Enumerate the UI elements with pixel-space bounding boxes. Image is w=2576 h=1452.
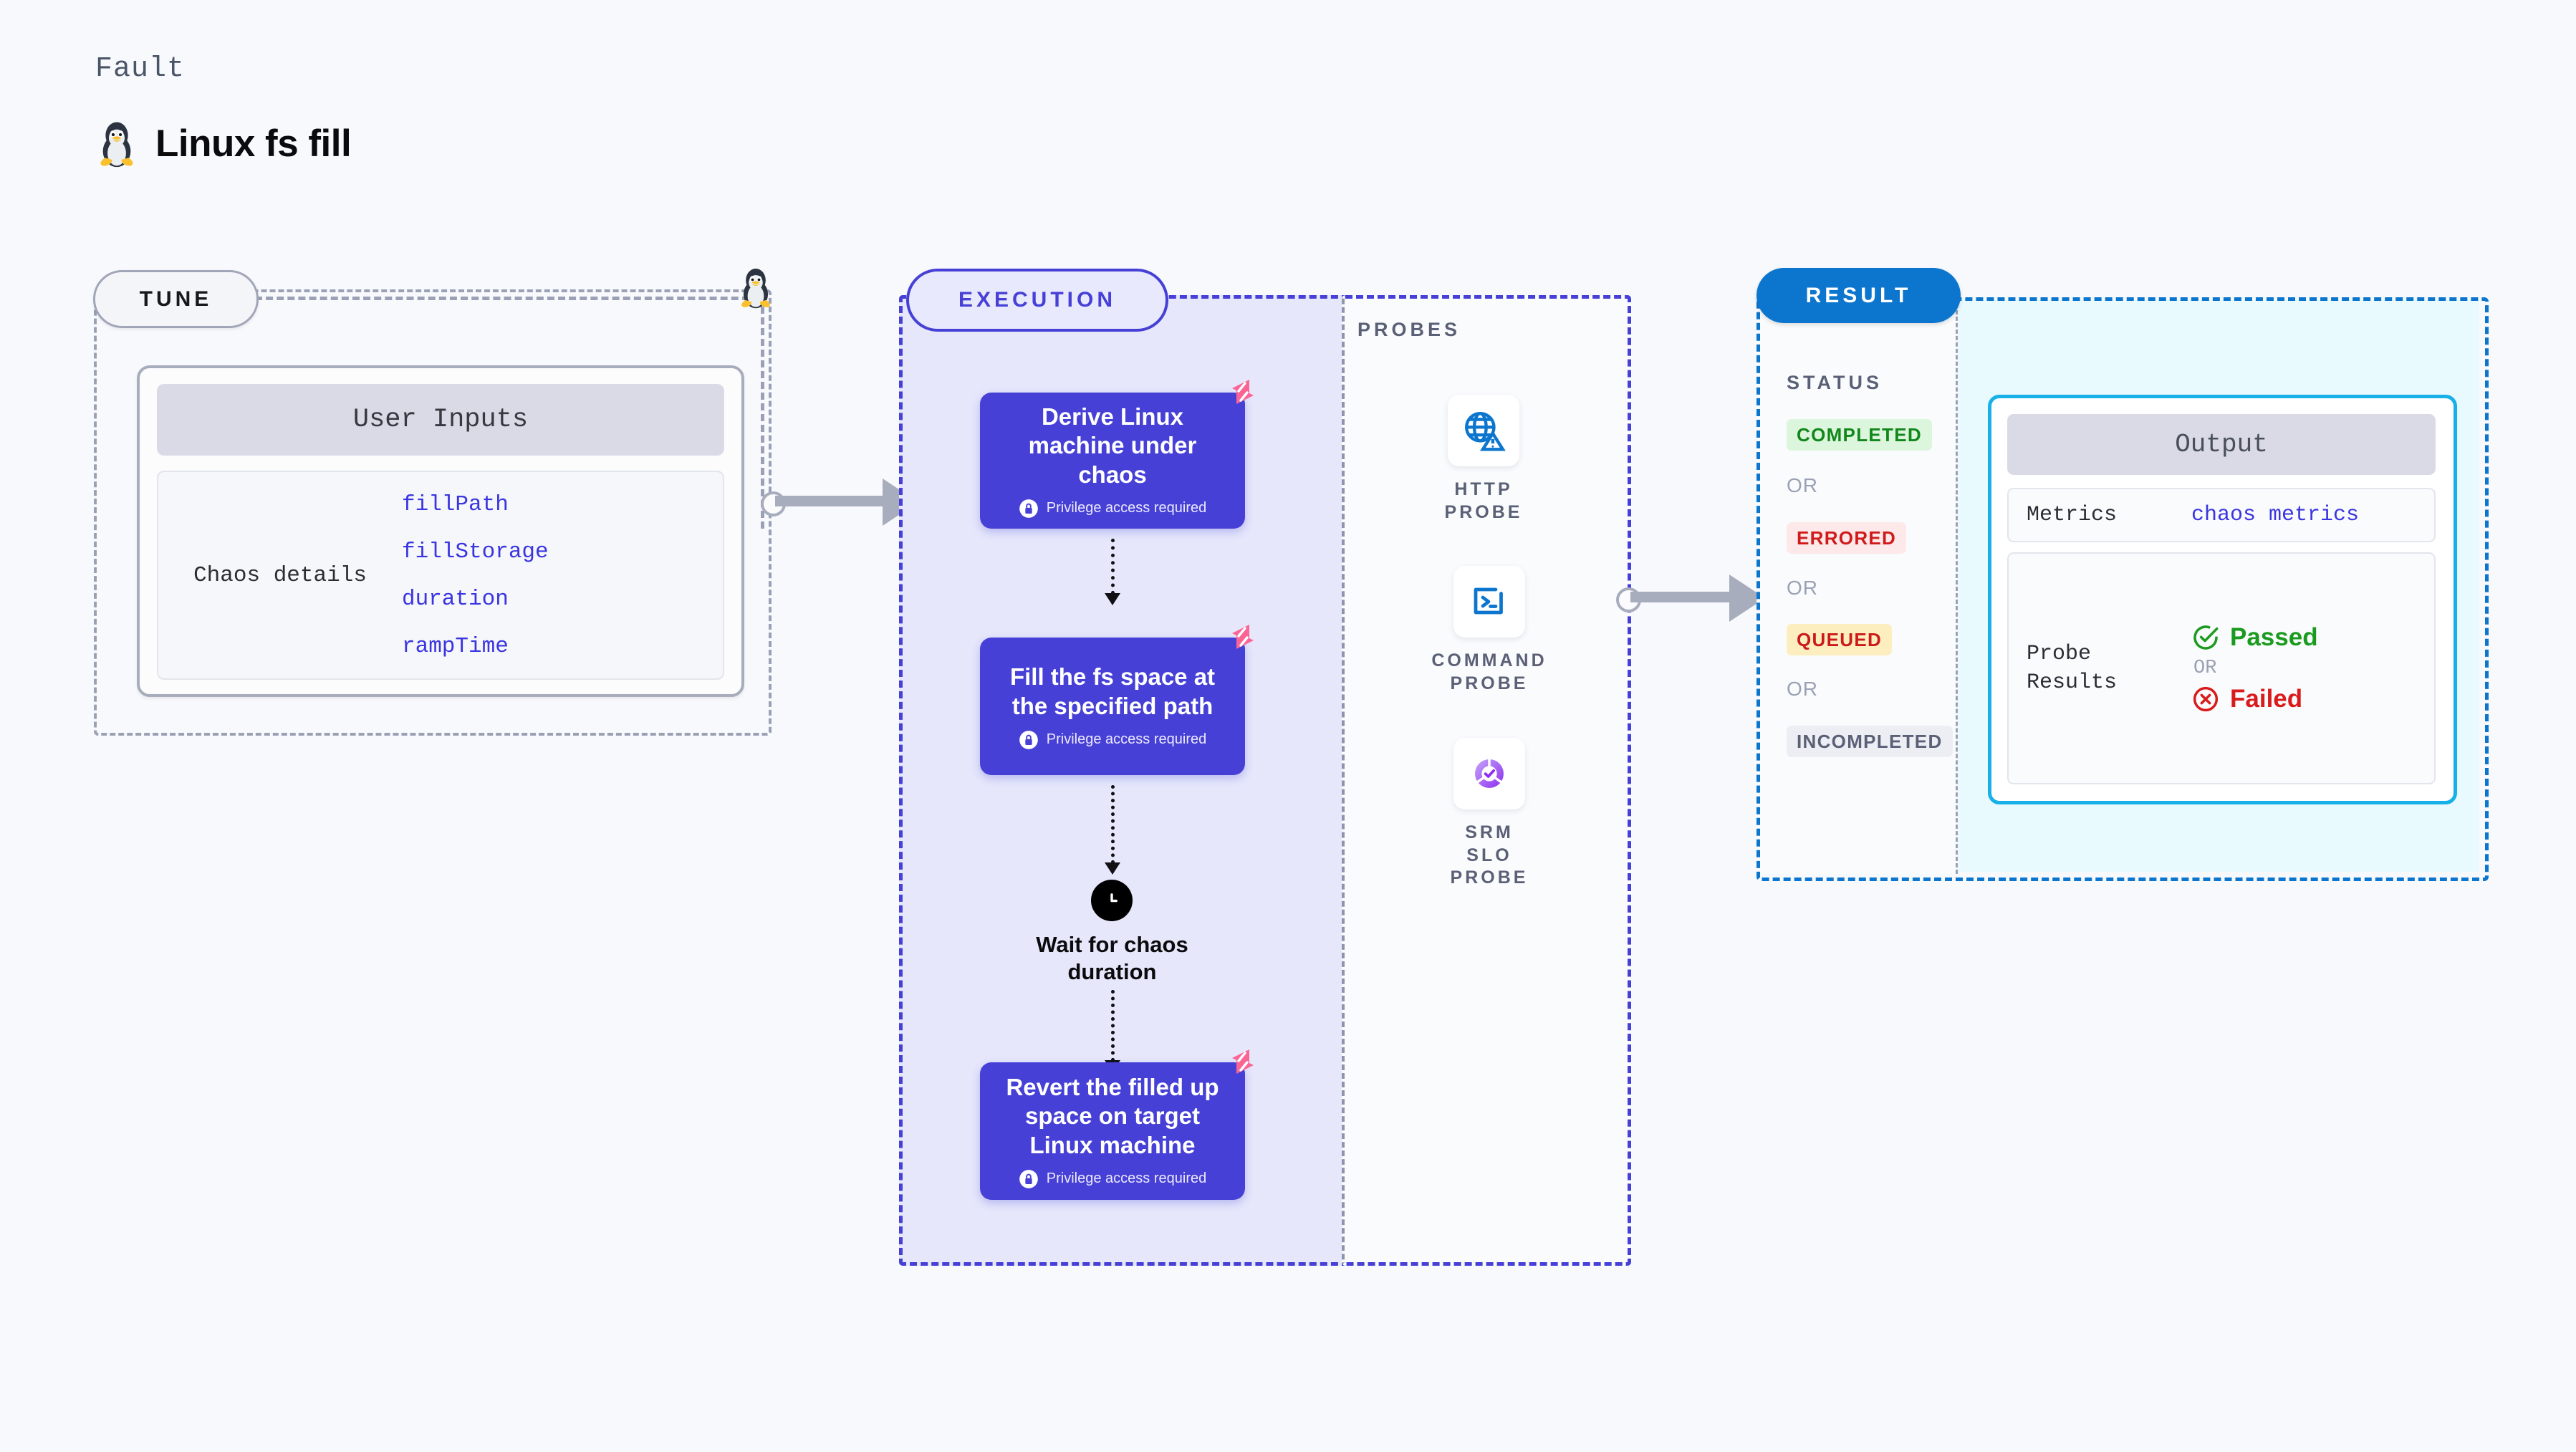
metrics-key: Metrics [2027,502,2118,527]
chaos-field-ramptime[interactable]: rampTime [402,633,509,659]
fault-title-row: Linux fs fill [95,118,352,168]
lock-icon [1019,730,1038,749]
result-section-boundary [1756,297,2489,881]
probe-label: HTTP PROBE [1444,479,1523,522]
flow-arrow-head [1105,862,1120,875]
status-badge-incompleted: INCOMPLETED [1787,726,1953,757]
privilege-access-note: Privilege access required [1019,1169,1206,1189]
probe-failed-label: Failed [2230,685,2303,713]
result-status-column [1756,297,1958,874]
x-circle-icon [2193,686,2219,712]
metrics-value-link[interactable]: chaos metrics [2191,503,2360,527]
lock-icon [1019,499,1038,518]
terminal-icon [1453,566,1525,638]
status-title: STATUS [1787,372,1883,393]
privilege-access-text: Privilege access required [1046,1170,1207,1187]
probe-passed-label: Passed [2230,623,2318,651]
wait-for-chaos-duration-label: Wait for chaos duration [1036,932,1188,984]
srm-slo-icon [1453,738,1525,809]
privilege-access-text: Privilege access required [1046,500,1207,516]
tune-penguin-vertical-dashed-line [761,307,764,529]
probe-result-passed: Passed [2191,623,2318,652]
status-badge-queued: QUEUED [1787,624,1893,655]
probe-results-key: Probe Results [2027,641,2118,696]
chaos-field-fillstorage[interactable]: fillStorage [402,539,549,564]
flow-arrow-line [1111,785,1115,864]
user-inputs-header: User Inputs [157,384,724,456]
status-or-label: OR [1787,678,1818,700]
user-inputs-card: User Inputs Chaos details fillPath fillS… [137,365,744,697]
probe-item-http[interactable]: HTTP PROBE [1443,395,1524,524]
privilege-access-note: Privilege access required [1019,730,1206,750]
probe-results-row: Probe Results Passed OR Failed [2007,552,2436,784]
status-or-label: OR [1787,577,1818,599]
tune-linux-penguin-icon [737,265,774,309]
chaos-details-row: Chaos details fillPath fillStorage durat… [157,471,724,680]
status-badge-errored: ERRORED [1787,522,1907,554]
harness-chaos-badge-icon [1228,622,1258,655]
fault-label: Fault [95,53,186,85]
probe-label: COMMAND PROBE [1431,650,1547,693]
status-or-label: OR [1787,474,1818,496]
probe-results-values: Passed OR Failed [2191,623,2318,713]
lock-icon [1019,1170,1038,1188]
privilege-access-text: Privilege access required [1046,731,1207,748]
execution-step-title: Derive Linux machine under chaos [1028,403,1197,488]
connector-bar [775,496,890,506]
execution-step-card[interactable]: Derive Linux machine under chaos Privile… [980,380,1254,529]
flow-arrow-head [1105,593,1120,605]
clock-icon [1091,880,1133,921]
metrics-row: Metrics chaos metrics [2007,488,2436,542]
probe-result-failed: Failed [2191,685,2318,713]
probe-label: SRM SLO PROBE [1450,822,1529,888]
check-circle-icon [2193,625,2219,650]
execution-step-card[interactable]: Fill the fs space at the specified path … [980,625,1254,775]
flow-arrow-line [1111,990,1115,1062]
connector-bar [1630,592,1738,602]
probe-results-or-label: OR [2193,658,2217,679]
chaos-details-label: Chaos details [193,562,367,588]
status-badge-completed: COMPLETED [1787,419,1932,451]
harness-chaos-badge-icon [1228,1047,1258,1080]
probe-item-command[interactable]: COMMAND PROBE [1431,566,1544,695]
probes-title: PROBES [1357,319,1461,340]
privilege-access-note: Privilege access required [1019,499,1206,519]
linux-penguin-icon [95,118,138,168]
flow-arrow-line [1111,539,1115,595]
result-stage-pill[interactable]: RESULT [1756,268,1961,323]
output-header: Output [2007,414,2436,475]
globe-warning-icon [1448,395,1519,466]
harness-chaos-badge-icon [1228,377,1258,410]
chaos-field-duration[interactable]: duration [402,586,509,612]
output-card: Output Metrics chaos metrics Probe Resul… [1988,395,2457,804]
execution-step-title: Revert the filled up space on target Lin… [1006,1074,1219,1158]
execution-stage-pill[interactable]: EXECUTION [906,269,1168,332]
tune-stage-pill[interactable]: TUNE [93,270,259,328]
chaos-details-fields: fillPath fillStorage duration rampTime [402,492,549,659]
tune-connector-dashed-line [255,297,760,300]
execution-step-title: Fill the fs space at the specified path [1009,663,1216,719]
execution-step-card[interactable]: Revert the filled up space on target Lin… [980,1049,1254,1200]
chaos-field-fillpath[interactable]: fillPath [402,491,509,517]
page-title: Linux fs fill [155,122,352,165]
probe-item-srm-slo[interactable]: SRM SLO PROBE [1443,738,1535,890]
